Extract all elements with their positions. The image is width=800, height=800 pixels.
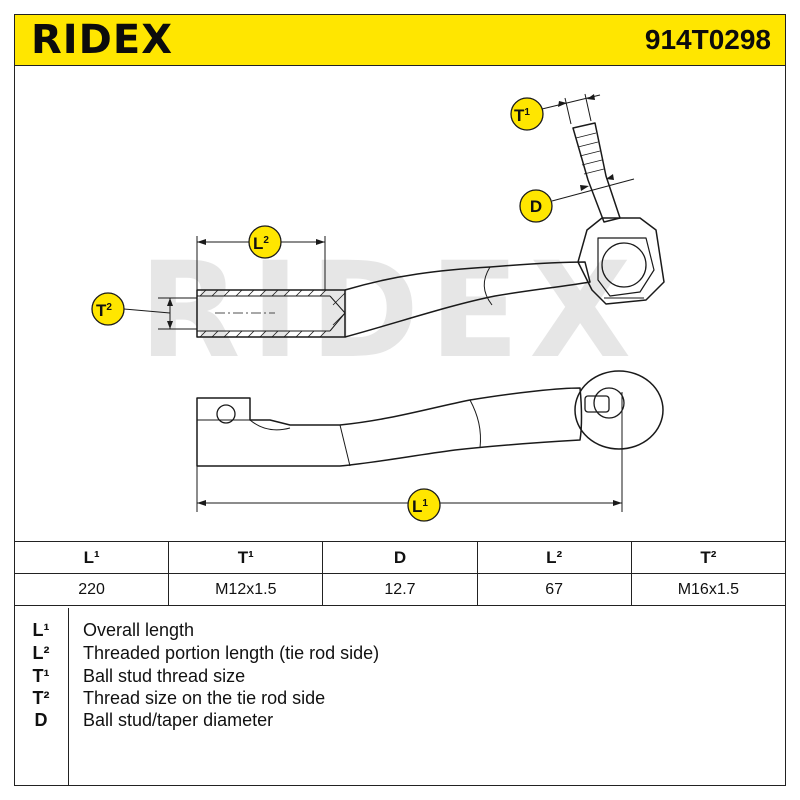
technical-drawing: RIDEX bbox=[91, 93, 665, 522]
callout-t1: T1 bbox=[510, 97, 544, 131]
ball-joint-eye bbox=[574, 370, 664, 450]
legend-description: Thread size on the tie rod side bbox=[83, 688, 326, 708]
legend-row: D Ball stud/taper diameter bbox=[14, 709, 786, 731]
spec-header-t2: T² bbox=[630, 541, 787, 574]
spec-table: L¹ T¹ D L² T² 220 M12x1.5 12.7 67 M16x1.… bbox=[13, 541, 787, 606]
spec-table-header-row: L¹ T¹ D L² T² bbox=[13, 541, 787, 574]
svg-text:T2: T2 bbox=[96, 301, 112, 320]
svg-text:L1: L1 bbox=[412, 497, 428, 516]
legend-symbol: L² bbox=[32, 643, 50, 663]
legend-symbol: T¹ bbox=[32, 666, 50, 686]
legend-divider bbox=[68, 608, 69, 786]
callout-l2: L2 bbox=[248, 225, 282, 259]
ball-joint-housing bbox=[577, 217, 665, 305]
spec-value-l1: 220 bbox=[13, 573, 170, 606]
legend: L¹ Overall length L² Threaded portion le… bbox=[14, 608, 786, 786]
legend-description: Ball stud/taper diameter bbox=[83, 710, 274, 730]
spec-value-t2: M16x1.5 bbox=[630, 573, 787, 606]
spec-table-value-row: 220 M12x1.5 12.7 67 M16x1.5 bbox=[13, 573, 787, 606]
spec-value-d: 12.7 bbox=[322, 573, 478, 606]
svg-text:T1: T1 bbox=[514, 106, 530, 125]
spec-header-d: D bbox=[322, 541, 478, 574]
watermark-logo: RIDEX bbox=[139, 234, 641, 388]
spec-header-l1: L¹ bbox=[13, 541, 170, 574]
legend-description: Ball stud thread size bbox=[83, 666, 246, 686]
legend-row: T¹ Ball stud thread size bbox=[14, 665, 786, 687]
legend-symbol: D bbox=[34, 710, 48, 730]
brand-logo: RIDEX bbox=[31, 17, 174, 63]
spec-value-t1: M12x1.5 bbox=[168, 573, 324, 606]
callout-t2: T2 bbox=[91, 292, 125, 326]
legend-symbol: L¹ bbox=[32, 620, 50, 640]
ball-stud bbox=[572, 122, 621, 223]
legend-row: L² Threaded portion length (tie rod side… bbox=[14, 642, 786, 664]
legend-row: T² Thread size on the tie rod side bbox=[14, 687, 786, 709]
svg-text:D: D bbox=[530, 197, 542, 216]
legend-description: Overall length bbox=[83, 620, 195, 640]
part-number: 914T0298 bbox=[644, 24, 771, 55]
svg-text:L2: L2 bbox=[253, 234, 269, 253]
spec-value-l2: 67 bbox=[476, 573, 632, 606]
callout-d: D bbox=[519, 189, 553, 223]
tie-rod-arm bbox=[344, 261, 591, 338]
callout-l1: L1 bbox=[407, 488, 441, 522]
legend-row: L¹ Overall length bbox=[14, 619, 786, 641]
header-bar: RIDEX 914T0298 bbox=[14, 14, 786, 66]
legend-symbol: T² bbox=[32, 688, 50, 708]
legend-description: Threaded portion length (tie rod side) bbox=[83, 643, 380, 663]
spec-header-l2: L² bbox=[476, 541, 632, 574]
tie-rod-end-plan-view bbox=[196, 387, 583, 467]
spec-header-t1: T¹ bbox=[168, 541, 324, 574]
